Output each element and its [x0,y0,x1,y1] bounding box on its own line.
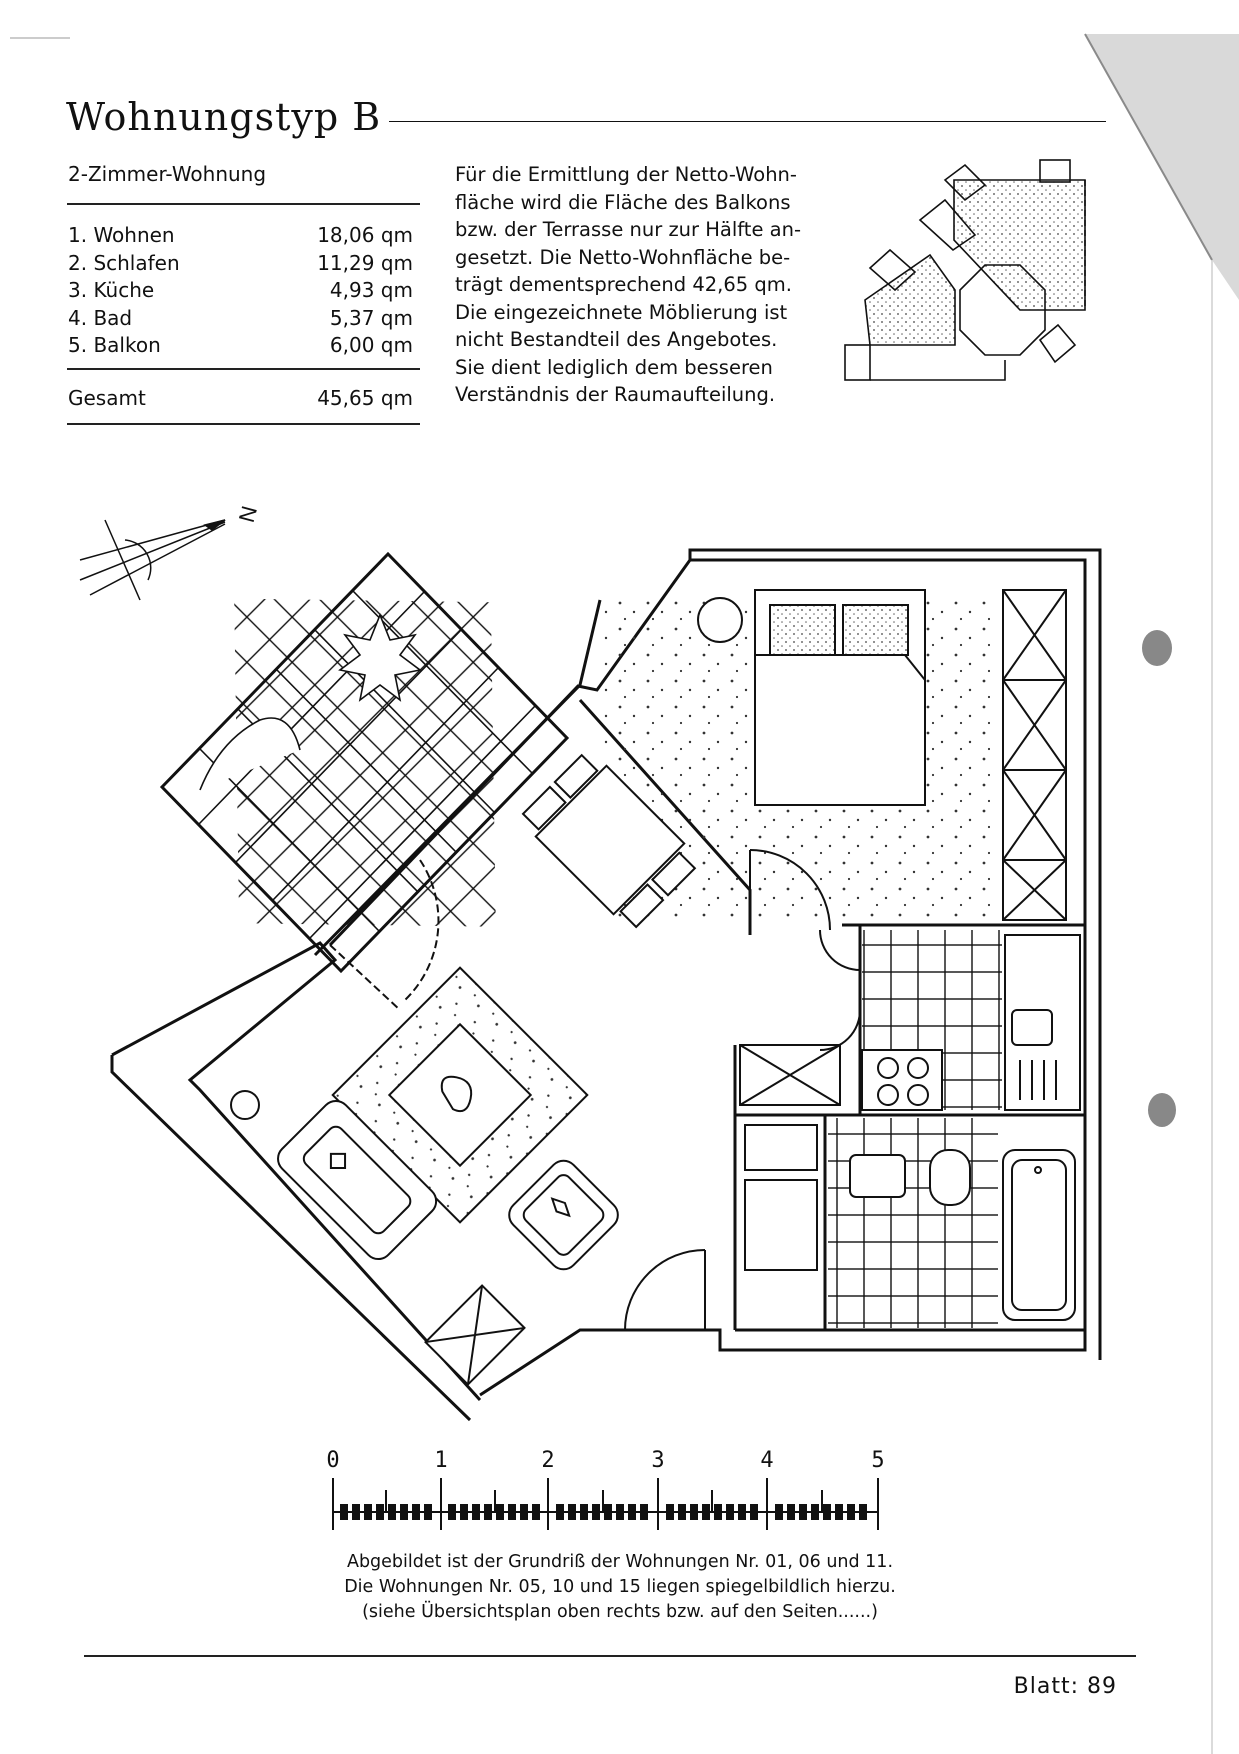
table-top-rule [67,203,420,205]
room-row: 4. Bad 5,37 qm [68,305,413,333]
room-area: 5,37 qm [329,305,413,330]
room-name: 3. Küche [68,278,155,302]
north-label: N [234,503,262,525]
table-bottom-rule [67,423,420,425]
plan-caption: Abgebildet ist der Grundriß der Wohnunge… [280,1550,960,1625]
table-sum-rule [67,368,420,370]
bathroom [744,1118,1076,1328]
note-line: nicht Bestandteil des Angebotes. [455,328,778,351]
area-note: Für die Ermittlung der Netto-Wohn- fläch… [455,161,815,409]
scale-bar [332,1478,879,1530]
room-row: 5. Balkon 6,00 qm [68,332,413,360]
caption-line: Abgebildet ist der Grundriß der Wohnunge… [346,1552,894,1572]
page-number: Blatt: 89 [1013,1674,1117,1699]
scale-label: 1 [434,1448,448,1473]
caption-line: Die Wohnungen Nr. 05, 10 und 15 liegen s… [344,1577,896,1597]
room-area: 4,93 qm [329,278,413,302]
note-line: Die eingezeichnete Möblierung ist [455,300,788,324]
room-area: 11,29 qm [317,250,413,275]
room-row: 2. Schlafen 11,29 qm [68,250,413,278]
note-line: Verständnis der Raumaufteilung. [455,383,776,406]
living-area [230,859,706,1386]
room-area-table: 1. Wohnen 18,06 qm 2. Schlafen 11,29 qm … [68,222,413,360]
note-line: bzw. der Terrasse nur zur Hälfte an- [455,218,801,241]
scale-label: 3 [651,1448,665,1473]
total-label: Gesamt [68,386,146,410]
room-row: 1. Wohnen 18,06 qm [68,222,413,250]
room-row: 3. Küche 4,93 qm [68,277,413,305]
scale-label: 0 [326,1448,340,1473]
room-name: 1. Wohnen [68,223,175,247]
dining-table [521,753,697,929]
note-line: Für die Ermittlung der Netto-Wohn- [455,163,797,186]
room-area: 6,00 qm [329,333,413,357]
title-rule [389,120,1106,122]
scale-label: 5 [871,1448,885,1473]
total-row: Gesamt 45,65 qm [68,386,413,410]
total-area: 45,65 qm [317,386,413,410]
note-line: Sie dient lediglich dem besseren [455,355,773,379]
page-title: Wohnungstyp B [66,95,382,139]
scale-label: 4 [760,1448,774,1473]
apartment-type-label: 2-Zimmer-Wohnung [68,162,267,186]
room-name: 4. Bad [68,305,133,330]
caption-line: (siehe Übersichtsplan oben rechts bzw. a… [362,1602,878,1622]
note-line: trägt dementsprechend 42,65 qm. [455,273,792,296]
scale-bar-blocks [340,1504,867,1520]
bedroom [600,589,1067,931]
balcony [159,551,570,974]
title-row: Wohnungstyp B [66,92,1106,142]
footer-rule [84,1655,1136,1657]
scale-label: 2 [541,1448,555,1473]
key-plan [844,159,1086,381]
compass-icon [79,519,226,601]
room-area: 18,06 qm [317,223,413,247]
room-name: 5. Balkon [68,333,161,357]
note-line: gesetzt. Die Netto-Wohnfläche be- [455,245,791,269]
note-line: fläche wird die Fläche des Balkons [455,190,791,214]
kitchen [739,929,1081,1111]
walls [110,548,1102,1422]
room-name: 2. Schlafen [68,250,180,275]
